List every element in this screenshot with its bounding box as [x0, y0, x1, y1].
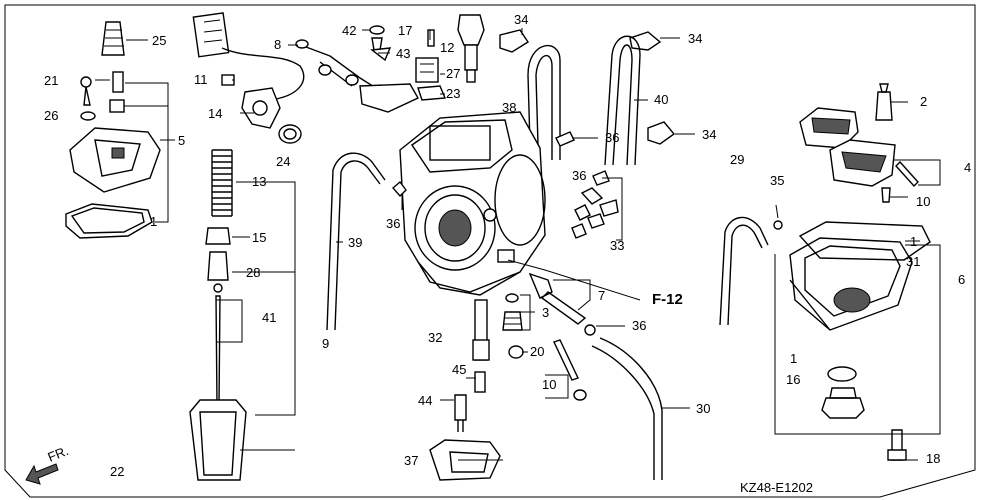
part-label: 38	[502, 100, 516, 115]
part-label: 28	[246, 265, 260, 280]
part-label: 18	[926, 451, 940, 466]
part-label: 1	[790, 351, 797, 366]
part-label: 29	[730, 152, 744, 167]
part-label: 35	[770, 173, 784, 188]
front-direction-arrow	[25, 463, 59, 485]
part-label: 34	[702, 127, 716, 142]
part-label: 25	[152, 33, 166, 48]
part-label: 1	[910, 234, 917, 249]
part-label: 1	[150, 214, 157, 229]
part-label: 36	[572, 168, 586, 183]
part-label: 44	[418, 393, 432, 408]
part-labels: 25 21 26 5 1 11 14 24 8 42 17 43 12 27 2…	[44, 12, 971, 495]
part-label: 2	[920, 94, 927, 109]
part-label: 37	[404, 453, 418, 468]
drain-hoses	[326, 152, 783, 331]
part-label: 36	[632, 318, 646, 333]
part-label: 16	[786, 372, 800, 387]
part-label: 15	[252, 230, 266, 245]
part-label: 6	[958, 272, 965, 287]
float-chamber-assembly	[789, 83, 931, 461]
part-label: 27	[446, 66, 460, 81]
part-label: 24	[276, 154, 290, 169]
sensor-linkage-assembly	[192, 12, 485, 144]
part-label: 9	[322, 336, 329, 351]
part-label: 17	[398, 23, 412, 38]
part-label-reference: F-12	[652, 291, 683, 308]
part-label: 36	[386, 216, 400, 231]
part-label: 34	[514, 12, 528, 27]
part-label: 34	[688, 31, 702, 46]
part-label: 3	[542, 305, 549, 320]
carburetor-body	[399, 111, 546, 296]
part-label: 11	[194, 72, 208, 87]
part-label: 26	[44, 108, 58, 123]
diagram-code: KZ48-E1202	[740, 480, 813, 495]
part-label: 45	[452, 362, 466, 377]
top-cover-assembly	[65, 21, 161, 239]
part-label: 40	[654, 92, 668, 107]
part-label: 10	[916, 194, 930, 209]
part-label: 41	[262, 310, 276, 325]
part-label: 21	[44, 73, 58, 88]
part-label: 30	[696, 401, 710, 416]
part-label: 13	[252, 174, 266, 189]
part-label: 4	[964, 160, 971, 175]
part-label: 39	[348, 235, 362, 250]
part-label: 5	[178, 133, 185, 148]
part-label: 36	[605, 130, 619, 145]
jets-and-screws	[429, 272, 587, 481]
hose-clamps	[499, 29, 676, 145]
small-parts	[392, 131, 619, 336]
part-label: 31	[906, 254, 920, 269]
part-label: 10	[542, 377, 556, 392]
part-label: 33	[610, 238, 624, 253]
part-label: 7	[598, 288, 605, 303]
part-label: 8	[274, 37, 281, 52]
part-label: 43	[396, 46, 410, 61]
leader-lines	[95, 28, 941, 461]
part-label: 23	[446, 86, 460, 101]
part-label: 20	[530, 344, 544, 359]
part-label: 12	[440, 40, 454, 55]
direction-label: FR.	[46, 443, 71, 465]
part-label: 14	[208, 106, 222, 121]
overflow-hose	[591, 337, 663, 480]
diagram-frame	[4, 4, 976, 498]
part-label: 32	[428, 330, 442, 345]
part-label: 42	[342, 23, 356, 38]
needle-slide-assembly	[189, 149, 247, 481]
vent-hoses	[527, 35, 641, 216]
part-label: 22	[110, 464, 124, 479]
